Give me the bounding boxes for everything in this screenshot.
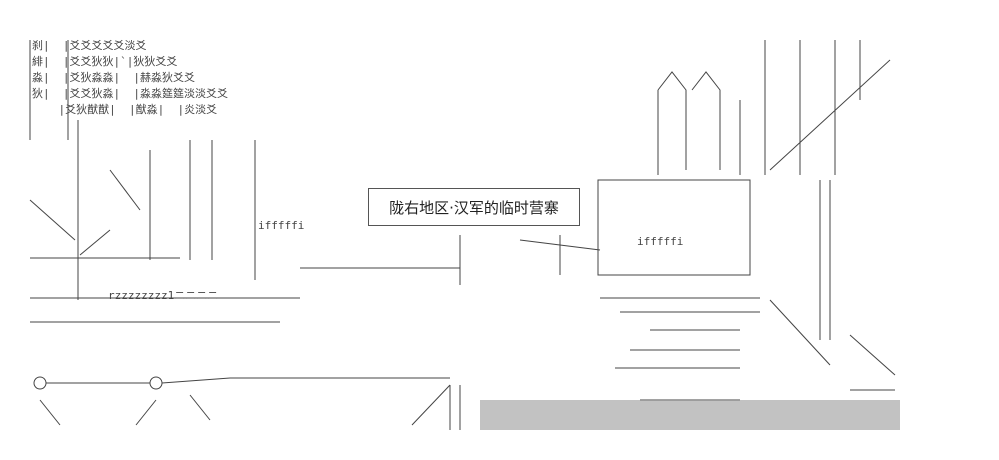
art-fragment-zzz: rzzzzzzzz1ニニニニ bbox=[108, 289, 219, 302]
art-fragment-fffffi-left: ifffffi bbox=[258, 219, 305, 232]
art-fragment-top-left-3: 淼| |爻狄淼淼| |赫淼狄爻爻 bbox=[32, 71, 195, 84]
art-fragment-top-left-4: 狄| |爻爻狄淼| |淼淼筵筵淡淡爻爻 bbox=[32, 87, 228, 100]
art-fragment-top-left-2: 緋| |爻爻狄狄|`|狄狄爻爻 bbox=[32, 55, 178, 68]
scene-caption: 陇右地区·汉军的临时营寨 bbox=[368, 188, 580, 226]
art-fragment-top-left: 刹| |爻爻爻爻爻淡爻 bbox=[32, 39, 147, 52]
art-fragment-top-left-5: |爻狄猷猷| |猷淼| |炎淡爻 bbox=[32, 103, 218, 116]
art-fragment-fffffi-right: ifffffi bbox=[637, 235, 684, 248]
